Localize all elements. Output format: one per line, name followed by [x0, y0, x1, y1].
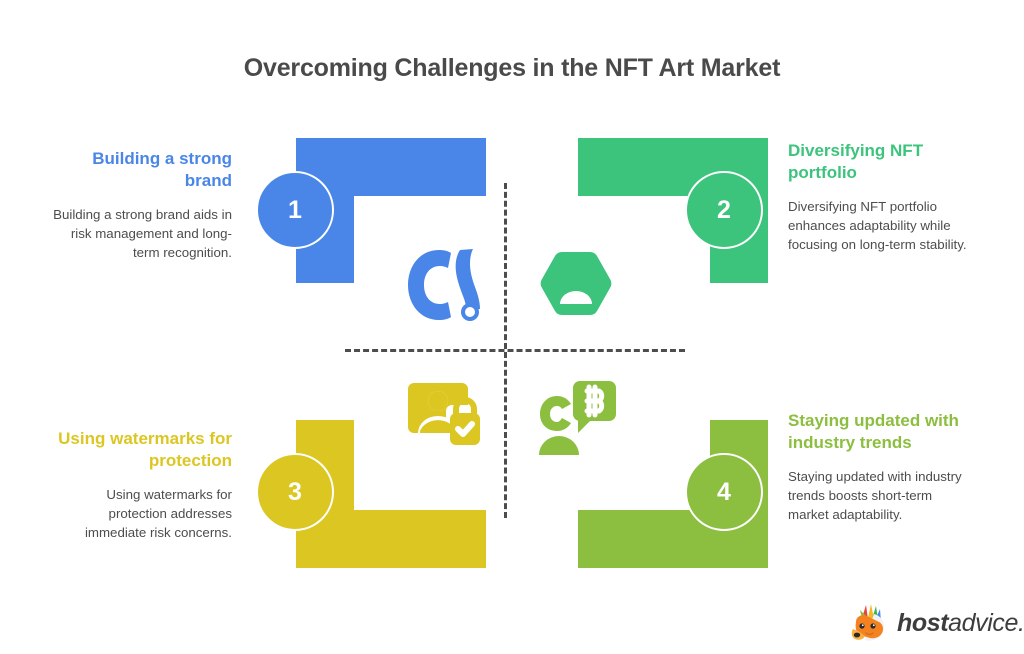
badge-number: 3	[288, 477, 302, 506]
person-bitcoin-chat-icon	[536, 379, 618, 455]
divider-horizontal	[345, 349, 685, 352]
quadrant-3-text: Using watermarks for protection Using wa…	[46, 428, 232, 543]
badge-number: 2	[717, 195, 731, 224]
logo-word-host: host	[897, 608, 949, 637]
hostadvice-logo[interactable]: hostadvice.	[848, 601, 1024, 645]
quadrant-4-text: Staying updated with industry trends Sta…	[788, 410, 974, 525]
shape-bar	[296, 510, 486, 568]
quadrant-3-shape	[296, 420, 486, 568]
quadrant-3-number-badge[interactable]: 3	[256, 453, 334, 531]
quadrant-2-number-badge[interactable]: 2	[685, 171, 763, 249]
quadrant-1-heading: Building a strong brand	[92, 149, 232, 191]
photo-lock-icon	[406, 381, 484, 453]
shape-bar	[296, 138, 486, 196]
logo-wordmark: hostadvice.	[897, 609, 1024, 638]
divider-vertical	[504, 183, 507, 518]
quadrant-1-number-badge[interactable]: 1	[256, 171, 334, 249]
quadrant-4-number-badge[interactable]: 4	[685, 453, 763, 531]
quadrant-2-text: Diversifying NFT portfolio Diversifying …	[788, 140, 974, 255]
brand-identity-icon	[406, 246, 482, 324]
hexagon-portfolio-icon	[538, 250, 614, 322]
fox-mascot-icon	[848, 602, 890, 644]
quadrant-3-body: Using watermarks for protection addresse…	[84, 486, 232, 540]
badge-number: 4	[717, 477, 731, 506]
quadrant-3-heading: Using watermarks for protection	[58, 429, 232, 471]
logo-word-advice: advice.	[948, 608, 1024, 637]
quadrant-1-body: Building a strong brand aids in risk man…	[53, 206, 232, 260]
page-title: Overcoming Challenges in the NFT Art Mar…	[243, 54, 781, 82]
quadrant-2-body: Diversifying NFT portfolio enhances adap…	[788, 198, 967, 252]
quadrant-2-heading: Diversifying NFT portfolio	[788, 141, 924, 183]
badge-number: 1	[288, 195, 302, 224]
quadrant-4-body: Staying updated with industry trends boo…	[788, 468, 962, 522]
quadrant-4-heading: Staying updated with industry trends	[788, 411, 959, 453]
quadrant-1-text: Building a strong brand Building a stron…	[46, 148, 232, 263]
